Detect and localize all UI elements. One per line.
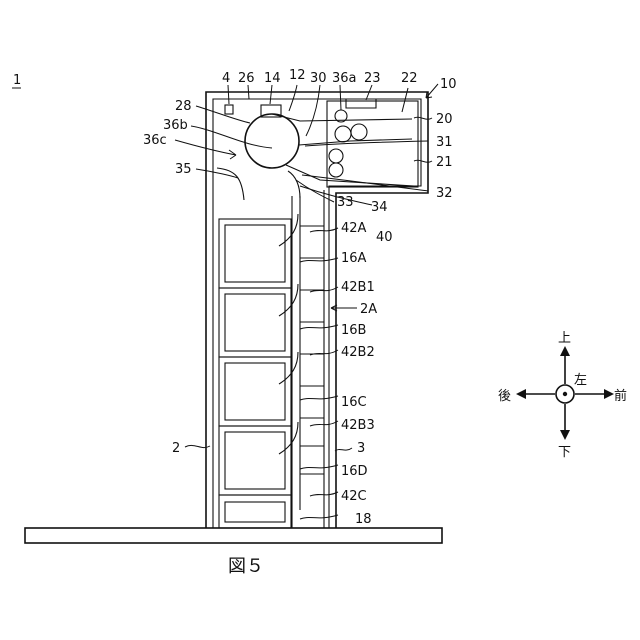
roller-lower-a <box>329 149 343 163</box>
direction-front: 前 <box>614 388 627 404</box>
paper-roll <box>245 114 299 168</box>
cassette-16A-inner <box>225 225 285 282</box>
arrow-down-icon <box>560 430 570 440</box>
label-16B: 16B <box>341 323 366 338</box>
label-16A: 16A <box>341 251 367 266</box>
drawer-18-inner <box>225 502 285 522</box>
label-42B3: 42B3 <box>341 418 375 433</box>
pickup-curve-d <box>279 422 298 454</box>
transport-rungs <box>300 226 324 474</box>
cassette-16B-inner <box>225 294 285 351</box>
label-12: 12 <box>289 68 306 83</box>
label-18: 18 <box>355 512 372 527</box>
label-14: 14 <box>264 71 281 86</box>
label-10: 10 <box>440 77 457 92</box>
base-plate <box>25 528 442 543</box>
direction-up: 上 <box>558 331 571 346</box>
label-35: 35 <box>175 162 192 177</box>
cassette-16B-outer <box>219 288 291 357</box>
arrow-up-icon <box>560 346 570 356</box>
cassette-16D-inner <box>225 432 285 489</box>
label-23: 23 <box>364 71 381 86</box>
cassette-16D-outer <box>219 426 291 495</box>
label-22: 22 <box>401 71 418 86</box>
leader-lines <box>175 84 438 519</box>
label-16D: 16D <box>341 464 368 479</box>
direction-left: 左 <box>574 373 587 388</box>
label-2A: 2A <box>360 302 377 317</box>
direction-down: 下 <box>558 445 571 460</box>
label-36b: 36b <box>163 118 188 133</box>
cassette-16A-outer <box>219 219 291 288</box>
cassette-16C-inner <box>225 363 285 420</box>
label-42B1: 42B1 <box>341 280 375 295</box>
housing-outer-wall <box>206 92 428 528</box>
orientation-indicator: 上 下 後 前 左 <box>498 331 627 460</box>
label-30: 30 <box>310 71 327 86</box>
arrow-right-icon <box>604 389 614 399</box>
label-3: 3 <box>357 441 365 456</box>
label-26: 26 <box>238 71 255 86</box>
label-32: 32 <box>436 186 453 201</box>
label-42C: 42C <box>341 489 367 504</box>
label-4: 4 <box>222 71 230 86</box>
arrow-left-icon <box>516 389 526 399</box>
label-40: 40 <box>376 230 393 245</box>
pickup-curve-b <box>279 284 298 316</box>
figure-caption: 図５ <box>228 556 264 577</box>
guide-curve-35 <box>217 168 244 200</box>
label-36c: 36c <box>143 133 167 148</box>
label-31: 31 <box>436 135 453 150</box>
label-42B2: 42B2 <box>341 345 375 360</box>
housing-inner-wall <box>213 99 421 528</box>
label-21: 21 <box>436 155 453 170</box>
roller-right <box>351 124 367 140</box>
part-4-square <box>225 105 233 114</box>
cassette-16C-outer <box>219 357 291 426</box>
label-20: 20 <box>436 112 453 127</box>
label-36a: 36a <box>332 71 357 86</box>
paper-path-upper <box>272 114 412 121</box>
label-28: 28 <box>175 99 192 114</box>
label-42A: 42A <box>341 221 367 236</box>
assembly-label: 1 <box>13 73 21 88</box>
label-16C: 16C <box>341 395 367 410</box>
label-33: 33 <box>337 195 354 210</box>
roller-middle <box>335 126 351 142</box>
label-2: 2 <box>172 441 180 456</box>
label-34: 34 <box>371 200 388 215</box>
drawer-18-outer <box>219 495 291 528</box>
part-23-head <box>346 99 376 108</box>
guide-curve-33 <box>288 171 300 198</box>
roller-lower-b <box>329 163 343 177</box>
direction-back: 後 <box>498 389 511 404</box>
